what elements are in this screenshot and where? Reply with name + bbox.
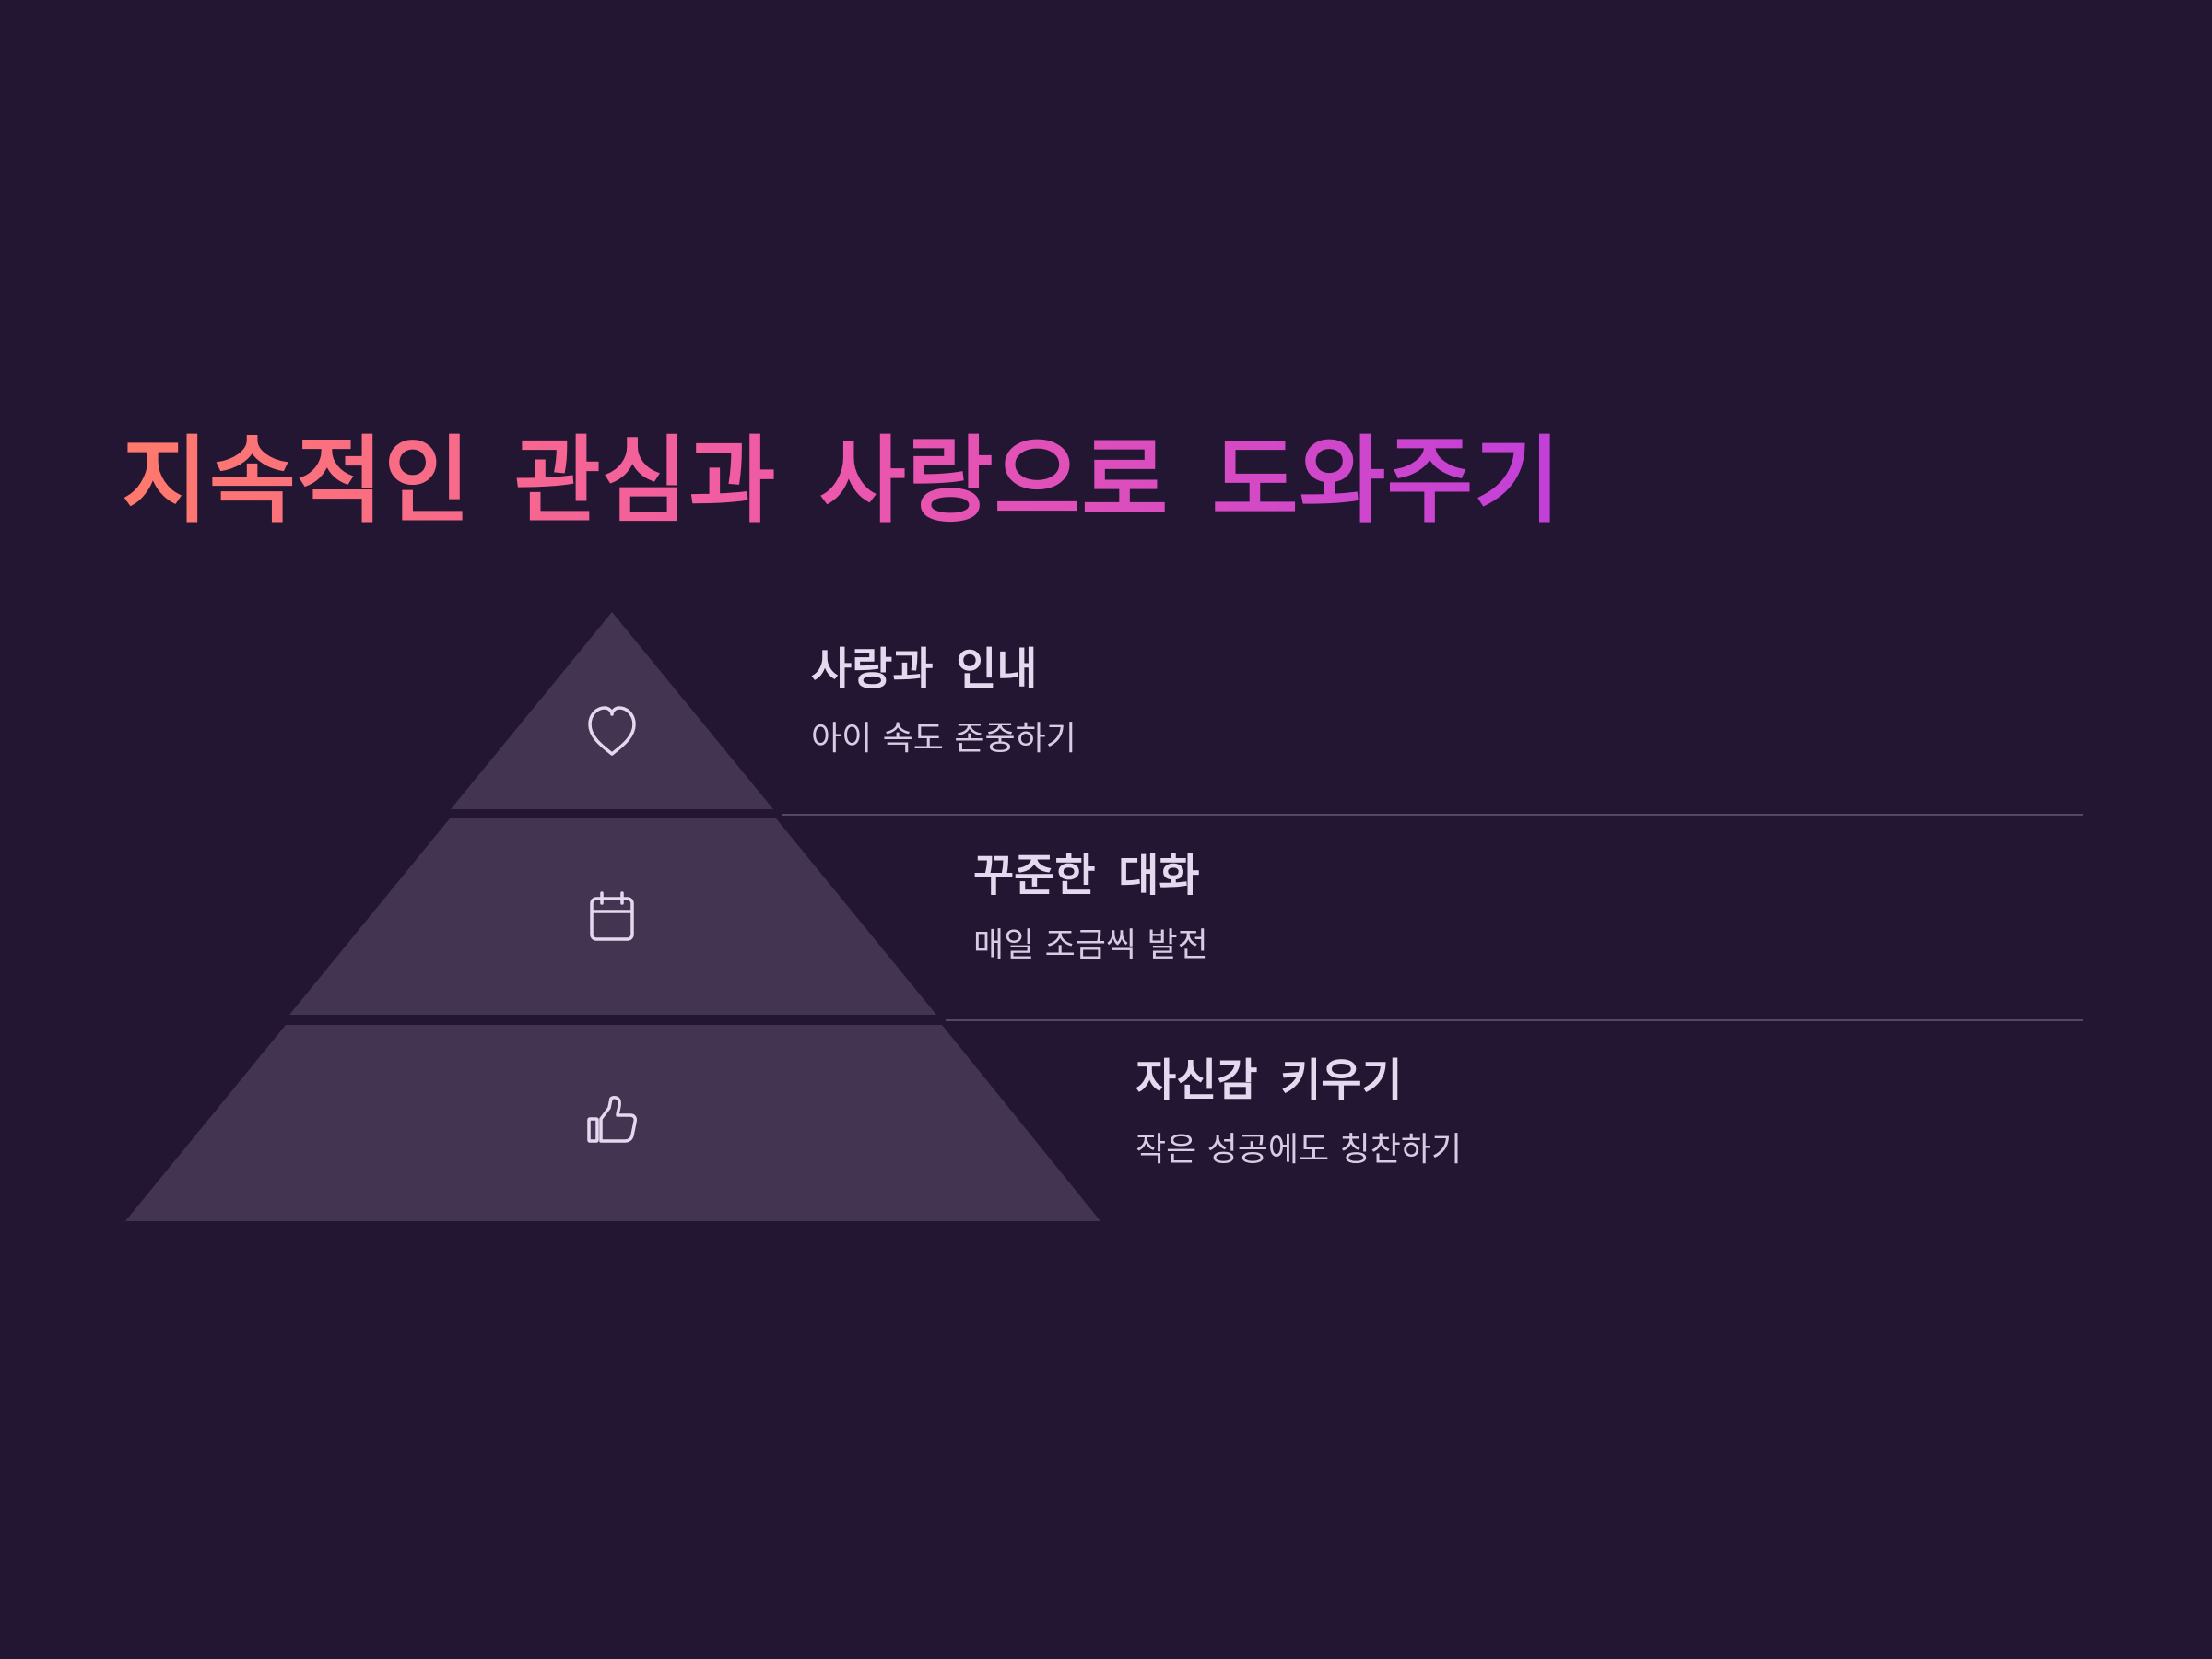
level-3-description: 작은 성공에도 칭찬하기 [1135, 1131, 1463, 1169]
level-3-heading: 자신감 키우기 [1135, 1054, 1403, 1106]
level-2-heading: 꾸준한 대화 [973, 850, 1200, 901]
pyramid-tier-bottom [125, 1025, 1100, 1221]
level-2-description: 매일 조금씩 발전 [973, 926, 1208, 964]
heart-icon [588, 706, 636, 756]
pyramid-tier-middle [289, 818, 936, 1015]
thumbs-up-icon [587, 1096, 637, 1143]
calendar-icon [590, 891, 634, 941]
level-1-text: 사랑과 인내 아이 속도 존중하기 [811, 640, 1077, 761]
level-2-text: 꾸준한 대화 매일 조금씩 발전 [973, 846, 1208, 968]
level-1-heading: 사랑과 인내 [811, 643, 1038, 695]
level-1-description: 아이 속도 존중하기 [811, 720, 1077, 758]
level-3-text: 자신감 키우기 작은 성공에도 칭찬하기 [1135, 1051, 1462, 1172]
slide-title: 지속적인 관심과 사랑으로 도와주기 [122, 422, 1561, 542]
